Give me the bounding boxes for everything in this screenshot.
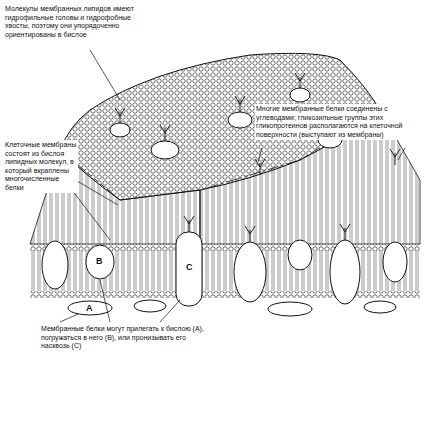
note-protein-types: Мембранные белки могут прилегать к бисло… [40, 324, 217, 352]
callout-letter: B [94, 256, 105, 266]
note-bilayer: Клеточные мембраны состоят из бислоя лип… [4, 140, 78, 193]
note-glycoproteins: Многие мембранные белки соединены с угле… [255, 104, 422, 140]
note-lipids: Молекулы мембранных липидов имеют гидроф… [4, 4, 156, 40]
callout-letter: C [184, 262, 195, 272]
callout-letter: A [84, 303, 95, 313]
